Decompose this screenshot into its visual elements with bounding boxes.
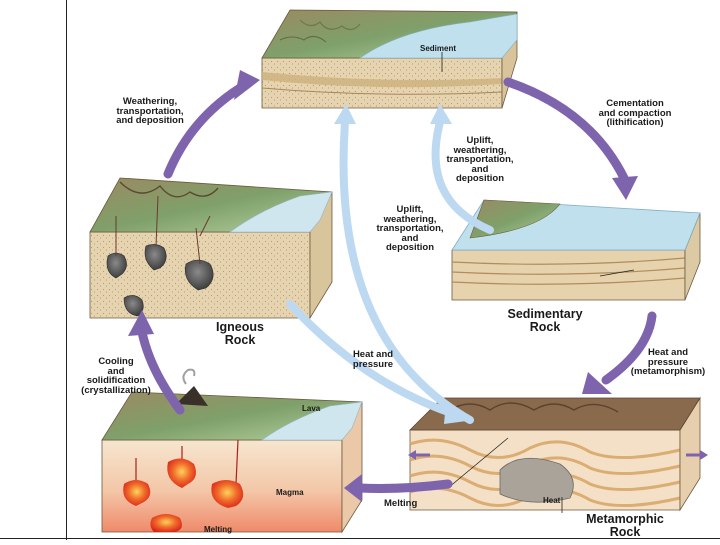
label-cooling: Cooling and solidification (crystallizat… [68, 357, 164, 395]
label-weathering: Weathering, transportation, and depositi… [100, 97, 200, 126]
label-uplift-left-line-5: deposition [370, 243, 450, 253]
label-uplift-right: Uplift, weathering, transportation, and … [440, 136, 520, 184]
sedimentary-block [452, 200, 700, 300]
label-heat-pressure-left: Heat and pressure [338, 350, 408, 369]
label-melting-arrow: Melting [384, 499, 417, 509]
igneous-block [90, 178, 332, 318]
label-lava: Lava [302, 405, 320, 413]
label-cementation-line-3: (lithification) [580, 118, 690, 128]
label-sedimentary-line-1: Sedimentary [490, 308, 600, 321]
arrow-melting [360, 484, 448, 489]
label-heat-pressure-right: Heat and pressure (metamorphism) [616, 348, 720, 377]
label-cementation: Cementation and compaction (lithificatio… [580, 99, 690, 128]
label-heat-meta-line-3: (metamorphism) [616, 367, 720, 377]
label-igneous-rock: Igneous Rock [200, 321, 280, 346]
label-igneous-line-1: Igneous [200, 321, 280, 334]
label-sedimentary-rock: Sedimentary Rock [490, 308, 600, 333]
label-uplift-right-line-5: deposition [440, 174, 520, 184]
sediment-block [262, 10, 517, 108]
label-heat-pressure-left-line-2: pressure [338, 360, 408, 370]
label-metamorphic-line-2: Rock [560, 526, 690, 539]
label-magma: Magma [276, 489, 304, 497]
label-weathering-line-3: and deposition [100, 116, 200, 126]
label-cooling-line-4: (crystallization) [68, 386, 164, 396]
label-sediment: Sediment [420, 45, 456, 53]
label-melting-bottom: Melting [204, 526, 232, 534]
label-metamorphic-line-1: Metamorphic [560, 513, 690, 526]
label-heat: Heat [543, 497, 560, 505]
label-metamorphic-rock: Metamorphic Rock [560, 513, 690, 538]
label-sedimentary-line-2: Rock [490, 321, 600, 334]
label-uplift-left: Uplift, weathering, transportation, and … [370, 205, 450, 253]
label-igneous-line-2: Rock [200, 334, 280, 347]
arrow-cementation [508, 82, 624, 178]
